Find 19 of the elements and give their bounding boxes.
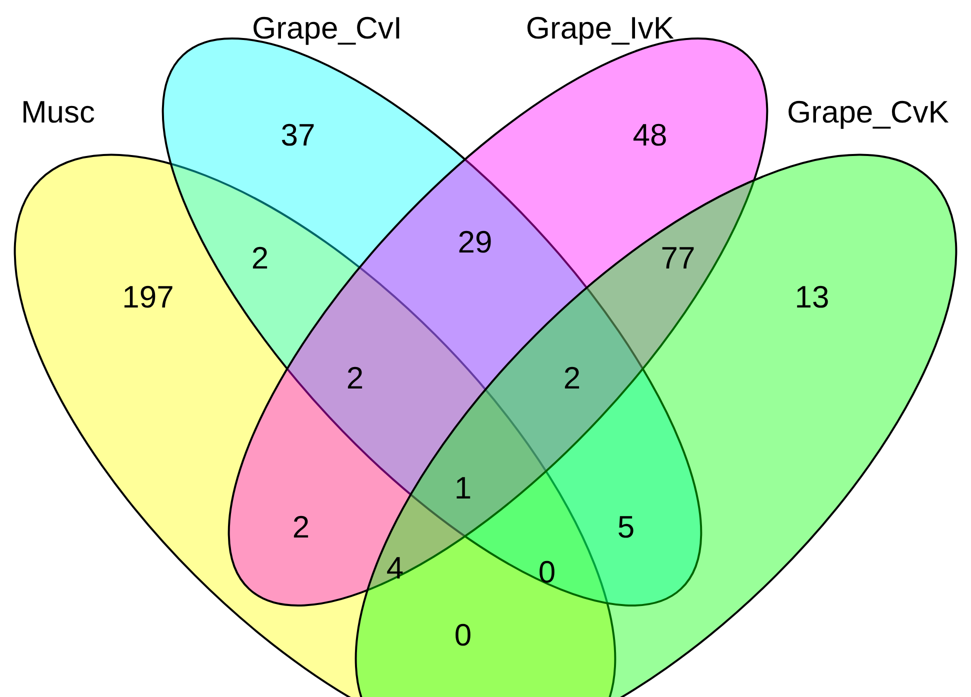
region-count: 48 [632,120,668,150]
region-count: 2 [292,512,310,542]
region-count: 2 [563,362,581,394]
set-label: Grape_IvK [526,12,674,44]
region-count: 0 [454,620,472,650]
region-count: 197 [122,282,174,312]
region-count: 37 [280,120,316,150]
set-label: Grape_CvK [787,96,949,128]
region-count: 2 [251,242,269,274]
region-count: 13 [794,282,830,312]
region-count: 29 [458,226,492,258]
region-count: 2 [346,362,364,394]
region-count: 77 [660,242,696,274]
region-count: 5 [617,512,635,542]
region-count: 0 [538,556,556,588]
set-label: Musc [20,96,96,128]
region-count: 4 [386,552,404,584]
region-count: 1 [454,472,472,504]
set-label: Grape_CvI [252,12,402,44]
